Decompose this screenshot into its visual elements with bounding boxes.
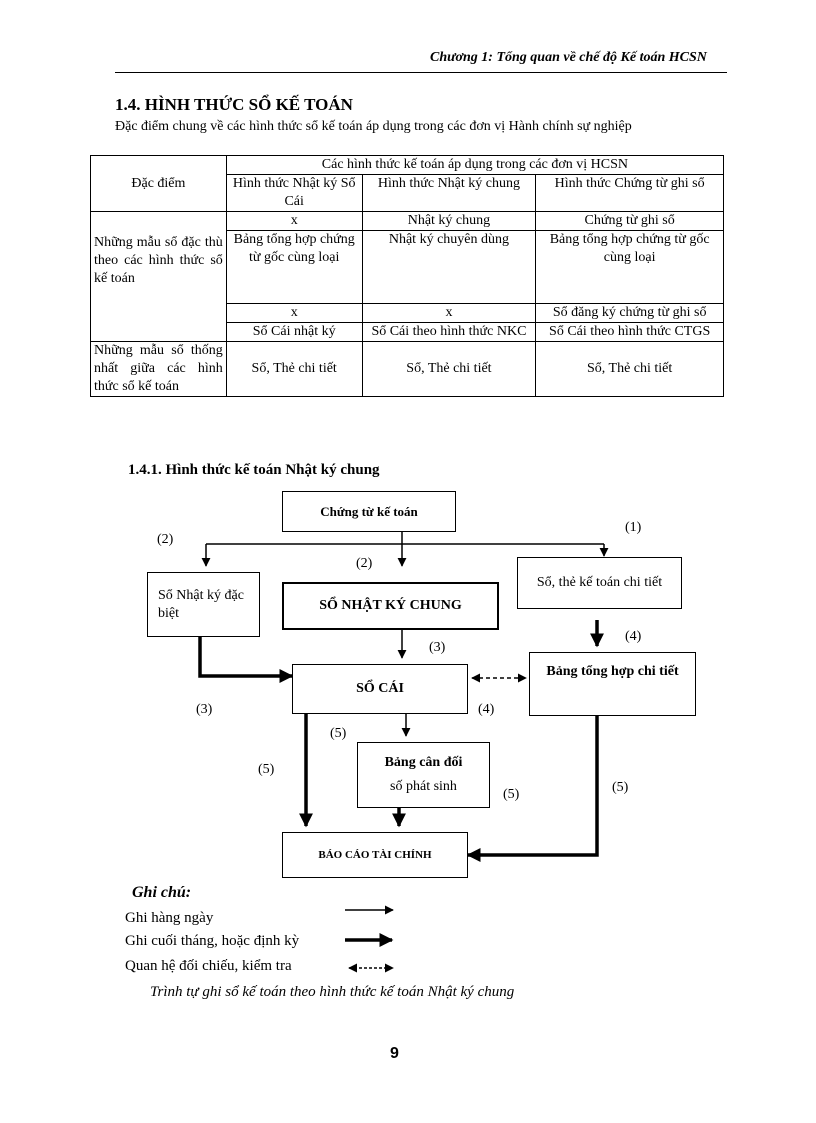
step-label: (4) xyxy=(625,629,642,644)
step-label: (3) xyxy=(429,640,446,655)
legend-title: Ghi chú: xyxy=(132,884,192,901)
box-chung-tu: Chứng từ kế toán xyxy=(282,491,456,532)
table-cell: Nhật ký chuyên dùng xyxy=(361,230,537,304)
bang-can-doi-line2: số phát sinh xyxy=(390,779,457,794)
step-label: (2) xyxy=(356,556,373,571)
step-label: (5) xyxy=(503,787,520,802)
header-rule xyxy=(115,72,727,73)
arrow-line xyxy=(466,716,599,862)
forms-table: Đặc điểm Các hình thức kế toán áp dụng t… xyxy=(90,155,725,397)
header-characteristic: Đặc điểm xyxy=(90,155,227,212)
box-nhat-ky-chung: SỔ NHẬT KÝ CHUNG xyxy=(282,582,499,630)
group2-label: Những mẫu sổ thống nhất giữa các hình th… xyxy=(90,341,227,397)
table-cell: Bảng tổng hợp chứng từ gốc cùng loại xyxy=(225,230,363,304)
box-bang-tong-hop: Bảng tổng hợp chi tiết xyxy=(529,652,696,716)
header-col1: Hình thức Nhật ký Sổ Cái xyxy=(225,174,363,212)
table-cell: Sổ, Thẻ chi tiết xyxy=(535,341,724,397)
group1-label: Những mẫu sổ đặc thù theo các hình thức … xyxy=(90,211,227,342)
step-label: (5) xyxy=(258,762,275,777)
subsection-title: 1.4.1. Hình thức kế toán Nhật ký chung xyxy=(128,462,380,478)
header-group: Các hình thức kế toán áp dụng trong các … xyxy=(225,155,725,175)
box-bang-can-doi: Bảng cân đối số phát sinh xyxy=(357,742,490,808)
box-so-cai: SỔ CÁI xyxy=(292,664,468,714)
section-description: Đặc điểm chung về các hình thức sổ kế to… xyxy=(115,119,632,134)
arrow-line xyxy=(198,637,294,683)
step-label: (2) xyxy=(157,532,174,547)
page-number: 9 xyxy=(390,1045,399,1062)
table-cell: Sổ đăng ký chứng từ ghi sổ xyxy=(535,303,724,323)
table-cell: Nhật ký chung xyxy=(361,211,537,231)
table-cell: Bảng tổng hợp chứng từ gốc cùng loại xyxy=(535,230,724,304)
step-label: (4) xyxy=(478,702,495,717)
table-cell: x xyxy=(225,211,363,231)
legend-daily: Ghi hàng ngày xyxy=(125,910,214,926)
box-nhat-ky-dac-biet: Sổ Nhật ký đặc biệt xyxy=(147,572,260,637)
legend-periodic: Ghi cuối tháng, hoặc định kỳ xyxy=(125,933,300,949)
legend-check: Quan hệ đối chiếu, kiểm tra xyxy=(125,958,292,974)
step-label: (3) xyxy=(196,702,213,717)
box-bao-cao: BÁO CÁO TÀI CHÍNH xyxy=(282,832,468,878)
figure-caption: Trình tự ghi sổ kế toán theo hình thức k… xyxy=(150,984,515,1000)
table-cell: Chứng từ ghi sổ xyxy=(535,211,724,231)
chapter-header: Chương 1: Tổng quan về chế độ Kế toán HC… xyxy=(430,50,707,65)
step-label: (5) xyxy=(612,780,629,795)
table-cell: Sổ Cái theo hình thức CTGS xyxy=(535,322,724,342)
step-label: (5) xyxy=(330,726,347,741)
bang-can-doi-line1: Bảng cân đối xyxy=(384,755,463,770)
table-cell: Sổ, Thẻ chi tiết xyxy=(225,341,363,397)
section-title: 1.4. HÌNH THỨC SỔ KẾ TOÁN xyxy=(115,95,353,114)
box-so-the-chi-tiet: Sổ, thẻ kế toán chi tiết xyxy=(517,557,682,609)
step-label: (1) xyxy=(625,520,642,535)
